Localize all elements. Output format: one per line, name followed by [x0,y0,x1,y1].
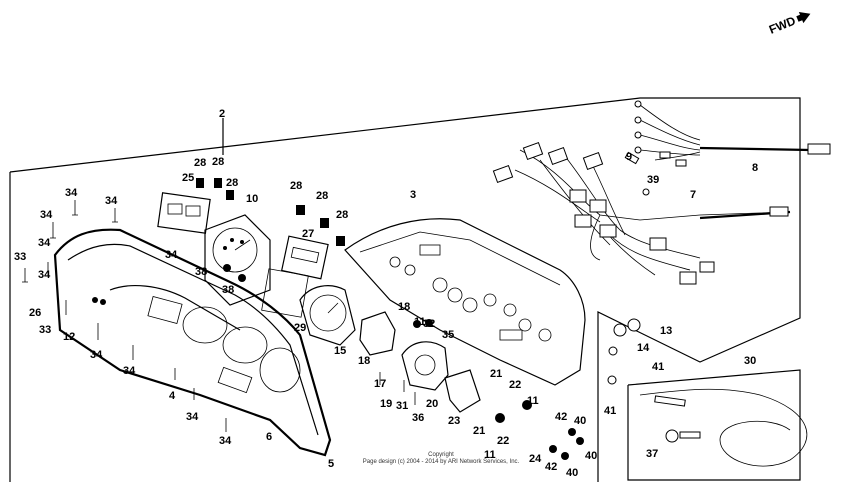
part-label: 23 [448,415,460,427]
part-label: 17 [374,378,386,390]
part-label: 18 [398,301,410,313]
part-label: 34 [186,411,199,423]
part-label: 31 [396,400,408,412]
part-label: 34 [65,187,78,199]
part-label: 26 [29,307,41,319]
part-label: 11 [484,449,496,461]
part-label: 34 [219,435,232,447]
speedometer-cable [639,388,808,467]
part-label: 18 [358,355,370,367]
part-label: 24 [529,453,542,465]
part-label: 12 [63,331,75,343]
part-label: 34 [38,237,51,249]
part-label: 42 [555,411,567,423]
part-label: 2 [219,108,225,120]
part-label: 40 [574,415,586,427]
part-label: 25 [182,172,194,184]
part-label: 28 [316,190,328,202]
bulb-sockets [196,151,650,460]
part-label: 27 [302,228,314,240]
part-label: 29 [294,322,306,334]
part-label: 4 [169,390,176,402]
part-label: 10 [246,193,258,205]
part-label: 30 [744,355,756,367]
gauge-body [401,341,449,391]
part-label: 41 [604,405,616,417]
part-label: 7 [690,189,696,201]
part-label: 39 [647,174,659,186]
part-label: 21 [490,368,502,380]
forward-arrow: FWD [767,11,811,37]
part-label: 9 [626,151,632,163]
part-label: 42 [545,461,557,473]
indicator-panel [280,235,329,280]
voltage-regulator [359,311,396,356]
screws [22,200,641,432]
assembly-outline [9,97,801,482]
part-label: 41 [652,361,664,373]
part-label: 28 [194,157,206,169]
part-label: 32 [423,318,435,330]
part-label: 34 [38,269,51,281]
part-label: 13 [660,325,672,337]
speedometer [299,285,356,346]
part-label: 15 [334,345,346,357]
part-labels: 2 3 4 5 6 7 8 9 10 11 11 11 12 13 14 15 … [14,108,758,479]
circuit-board [344,218,586,386]
cable-box [627,369,801,481]
part-label: 34 [123,365,136,377]
part-label: 38 [195,266,207,278]
copyright-notice: Copyright Page design (c) 2004 - 2014 by… [336,452,546,466]
part-label: 11 [414,316,426,328]
part-label: 28 [226,177,238,189]
part-label: 22 [497,435,509,447]
switch-block [157,192,211,234]
part-label: 20 [426,398,438,410]
part-label: 35 [442,329,454,341]
part-label: 11 [527,395,539,407]
copyright-line: Copyright [428,452,454,458]
part-label: 14 [637,342,650,354]
printed-plate [444,369,481,413]
part-label: 6 [266,431,272,443]
fuel-gauge [261,268,309,318]
part-label: 34 [40,209,53,221]
part-label: 3 [410,189,416,201]
part-label: 37 [646,448,658,460]
part-label: 40 [585,450,597,462]
part-label: 34 [105,195,118,207]
tachometer [204,214,271,306]
copyright-line: Page design (c) 2004 - 2014 by ARI Netwo… [362,459,520,465]
part-label: 28 [212,156,224,168]
part-label: 19 [380,398,392,410]
part-label: 36 [412,412,424,424]
part-label: 40 [566,467,578,479]
part-label: 21 [473,425,485,437]
part-label: 28 [290,180,302,192]
part-label: 34 [90,349,103,361]
part-label: 33 [39,324,51,336]
part-label: 5 [328,458,334,470]
part-label: 22 [509,379,521,391]
part-label: 8 [752,162,758,174]
part-label: 38 [222,284,234,296]
part-label: 28 [336,209,348,221]
part-label: 34 [165,249,178,261]
sub-harness [634,100,831,167]
fwd-label: FWD [767,13,798,36]
wire-harness [492,141,791,285]
part-label: 33 [14,251,26,263]
